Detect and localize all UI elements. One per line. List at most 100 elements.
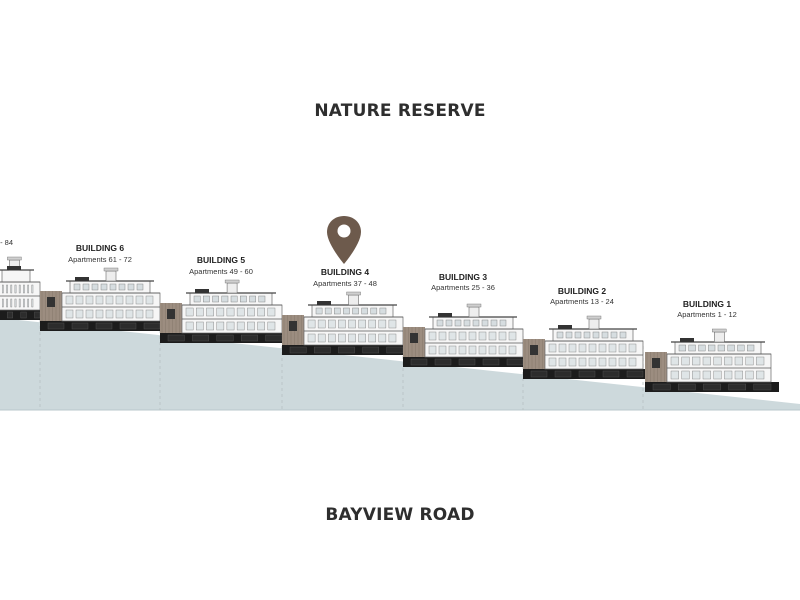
window	[115, 295, 124, 305]
roof-cap	[466, 303, 482, 308]
garage-opening	[216, 334, 234, 342]
garage-opening	[34, 311, 41, 319]
window	[307, 319, 316, 329]
window	[488, 331, 497, 341]
window	[115, 309, 124, 319]
timber-window	[47, 297, 55, 307]
window	[578, 357, 587, 367]
window	[23, 298, 25, 308]
roof-plant	[195, 289, 209, 293]
roof-plant	[7, 266, 21, 270]
window	[196, 321, 204, 331]
apartment-range-label: Apartments 61 - 72	[68, 255, 132, 264]
window	[478, 331, 487, 341]
window	[498, 331, 507, 341]
window	[448, 331, 457, 341]
window	[352, 307, 359, 315]
window	[100, 283, 108, 291]
window	[257, 321, 265, 331]
window	[317, 333, 326, 343]
window	[588, 357, 597, 367]
window	[247, 321, 255, 331]
window	[692, 370, 701, 380]
window	[236, 321, 245, 331]
window	[328, 333, 336, 343]
window	[681, 370, 690, 380]
window	[10, 298, 13, 308]
map-pin-icon[interactable]	[327, 216, 361, 264]
building-elevation	[403, 303, 531, 367]
window	[568, 357, 577, 367]
garage-opening	[753, 383, 772, 391]
window	[105, 309, 114, 319]
building-name-label: BUILDING 3	[439, 272, 487, 282]
window	[343, 307, 350, 315]
building-name-label: BUILDING 2	[558, 286, 606, 296]
garage-opening	[143, 322, 161, 330]
window	[185, 321, 194, 331]
window	[628, 357, 637, 367]
roof-cap	[224, 279, 240, 284]
window	[702, 370, 711, 380]
window	[713, 356, 722, 366]
window	[257, 307, 265, 317]
window	[240, 295, 247, 303]
window	[18, 298, 21, 308]
window	[448, 345, 457, 355]
roof-tower	[588, 318, 600, 330]
window	[249, 295, 256, 303]
roof-cap	[7, 256, 22, 261]
window	[315, 307, 323, 315]
window	[125, 309, 134, 319]
timber-window	[530, 345, 538, 355]
garage-opening	[314, 346, 331, 354]
garage-opening	[703, 383, 721, 391]
garage-opening	[530, 370, 548, 378]
roof-cap	[346, 291, 361, 296]
window	[548, 343, 557, 353]
roof-cap	[103, 267, 119, 272]
window	[438, 345, 447, 355]
window	[221, 295, 229, 303]
window	[588, 343, 597, 353]
window	[490, 319, 498, 327]
window	[324, 307, 332, 315]
window	[2, 284, 4, 294]
window	[358, 333, 366, 343]
garage-opening	[578, 370, 596, 378]
garage-opening	[265, 334, 283, 342]
window	[6, 298, 8, 308]
garage-opening	[554, 370, 572, 378]
window	[18, 284, 21, 294]
window	[598, 343, 607, 353]
window	[388, 333, 397, 343]
window	[226, 307, 235, 317]
window	[10, 284, 13, 294]
window	[608, 357, 617, 367]
window	[247, 307, 255, 317]
garage-opening	[602, 370, 620, 378]
upper-floor	[1, 269, 31, 283]
garage-opening	[240, 334, 258, 342]
apartment-range-label: Apartments 37 - 48	[313, 279, 377, 288]
building-elevation	[160, 279, 290, 343]
window	[27, 298, 29, 308]
window	[681, 356, 690, 366]
window	[508, 345, 517, 355]
window	[445, 319, 453, 327]
building-name-label: BUILDING 4	[321, 267, 369, 277]
window	[592, 331, 600, 339]
window	[745, 370, 754, 380]
timber-window	[167, 309, 175, 319]
roof-cap	[712, 328, 727, 333]
garage-opening	[289, 346, 307, 354]
window	[75, 309, 84, 319]
window	[574, 331, 582, 339]
window	[206, 321, 214, 331]
window	[348, 333, 356, 343]
window	[610, 331, 618, 339]
window	[14, 284, 17, 294]
window	[428, 345, 437, 355]
window	[558, 343, 567, 353]
